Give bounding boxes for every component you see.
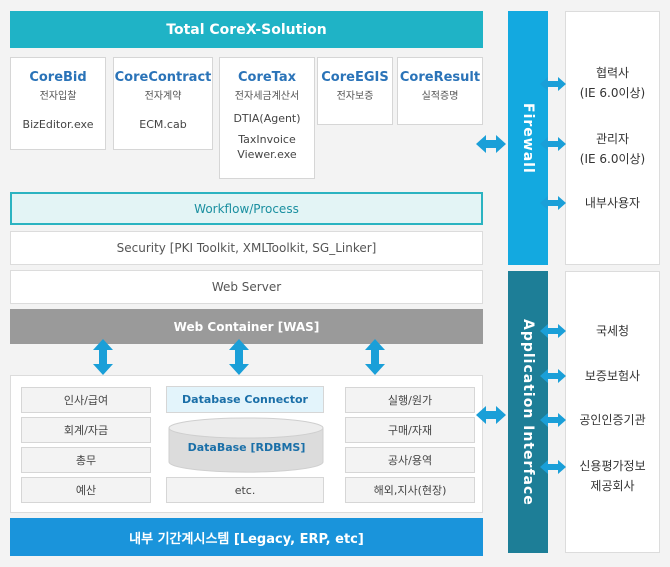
external-users-panel (565, 11, 660, 265)
module-subtitle: 전자계약 (144, 91, 182, 102)
module-file: DTIA(Agent) (233, 112, 301, 125)
etc-label: etc. (234, 483, 256, 497)
app-interface-column: Application Interface (508, 271, 548, 553)
arrow-vertical-left-icon (93, 339, 113, 375)
workflow-label: Workflow/Process (194, 201, 299, 216)
user-note: (IE 6.0이상) (579, 152, 646, 166)
org-label: 보증보험사 (584, 369, 641, 383)
web-server-bar: Web Server (10, 270, 483, 304)
module-subtitle: 전자보증 (336, 91, 374, 102)
module-file: TaxInvoice (238, 133, 296, 146)
org-guarantee-insurance: 보증보험사 (565, 366, 660, 386)
module-subtitle: 전자입찰 (39, 91, 77, 102)
arrow-to-app-interface-icon (476, 406, 506, 424)
app-interface-label: Application Interface (520, 318, 536, 506)
org-credit-info: 신용평가정보 제공회사 (565, 456, 660, 496)
system-label: 해외,지사(현장) (373, 484, 447, 497)
arrow-vertical-right-icon (365, 339, 385, 375)
arrow-admin-icon (540, 137, 566, 151)
db-connector-label: Database Connector (182, 393, 308, 406)
legacy-bar: 내부 기간계시스템 [Legacy, ERP, etc] (10, 518, 483, 556)
system-cell-accounting: 회계/자금 (21, 417, 151, 443)
title-text: Total CoreX-Solution (166, 21, 327, 38)
module-title: CoreContract (114, 70, 212, 85)
module-file: BizEditor.exe (22, 118, 94, 131)
arrow-nts-icon (540, 324, 566, 338)
security-bar: Security [PKI Toolkit, XMLToolkit, SG_Li… (10, 231, 483, 265)
system-label: 인사/급여 (63, 394, 109, 407)
module-title: CoreEGIS (321, 70, 389, 85)
user-label: 관리자 (595, 132, 630, 146)
system-cell-purchasing: 구매/자재 (345, 417, 475, 443)
system-cell-overseas: 해외,지사(현장) (345, 477, 475, 503)
org-label: 제공회사 (590, 479, 635, 493)
module-title: CoreBid (29, 70, 87, 85)
org-certification: 공인인증기관 (565, 410, 660, 430)
system-label: 공사/용역 (387, 454, 433, 467)
security-label: Security [PKI Toolkit, XMLToolkit, SG_Li… (116, 241, 377, 255)
module-file: ECM.cab (139, 118, 187, 131)
system-label: 총무 (75, 454, 97, 467)
user-partner: 협력사 (IE 6.0이상) (565, 63, 660, 103)
org-label: 신용평가정보 (579, 459, 646, 473)
module-subtitle: 전자세금계산서 (234, 91, 300, 102)
database-label-wrap: DataBase [RDBMS] (169, 441, 324, 454)
arrow-guarantee-icon (540, 369, 566, 383)
user-admin: 관리자 (IE 6.0이상) (565, 129, 660, 169)
module-corecontract: CoreContract 전자계약 ECM.cab (113, 57, 213, 150)
etc-cell: etc. (166, 477, 324, 503)
external-orgs-panel (565, 271, 660, 553)
legacy-label: 내부 기간계시스템 [Legacy, ERP, etc] (129, 531, 364, 547)
web-server-label: Web Server (211, 280, 282, 294)
system-label: 회계/자금 (63, 424, 109, 437)
web-container-label: Web Container [WAS] (173, 319, 320, 334)
module-corebid: CoreBid 전자입찰 BizEditor.exe (10, 57, 106, 150)
user-label: 내부사용자 (584, 196, 641, 210)
arrow-partner-icon (540, 77, 566, 91)
system-label: 예산 (75, 484, 97, 497)
arrow-certification-icon (540, 413, 566, 427)
arrow-to-firewall-icon (476, 135, 506, 153)
system-cell-budget: 예산 (21, 477, 151, 503)
db-connector: Database Connector (166, 386, 324, 413)
org-label: 국세청 (595, 324, 630, 338)
org-label: 공인인증기관 (579, 413, 646, 427)
system-cell-hr: 인사/급여 (21, 387, 151, 413)
user-label: 협력사 (595, 66, 630, 80)
firewall-column: Firewall (508, 11, 548, 265)
database-label: DataBase [RDBMS] (187, 441, 306, 454)
system-label: 실행/원가 (387, 394, 433, 407)
arrow-internal-user-icon (540, 196, 566, 210)
arrow-vertical-center-icon (229, 339, 249, 375)
module-coreresult: CoreResult 실적증명 (397, 57, 483, 125)
user-note: (IE 6.0이상) (579, 86, 646, 100)
web-container-bar: Web Container [WAS] (10, 309, 483, 344)
system-label: 구매/자재 (387, 424, 433, 437)
arrow-credit-icon (540, 460, 566, 474)
system-cell-general-affairs: 총무 (21, 447, 151, 473)
module-subtitle: 실적증명 (421, 91, 459, 102)
module-coretax: CoreTax 전자세금계산서 DTIA(Agent) TaxInvoice V… (219, 57, 315, 179)
system-cell-execution-cost: 실행/원가 (345, 387, 475, 413)
system-cell-construction: 공사/용역 (345, 447, 475, 473)
module-file: Viewer.exe (237, 148, 297, 161)
module-coreegis: CoreEGIS 전자보증 (317, 57, 393, 125)
firewall-label: Firewall (520, 102, 536, 174)
workflow-bar: Workflow/Process (10, 192, 483, 225)
user-internal: 내부사용자 (565, 193, 660, 213)
title-bar: Total CoreX-Solution (10, 11, 483, 48)
module-title: CoreResult (399, 70, 481, 85)
module-title: CoreTax (237, 70, 297, 85)
org-nts: 국세청 (565, 321, 660, 341)
